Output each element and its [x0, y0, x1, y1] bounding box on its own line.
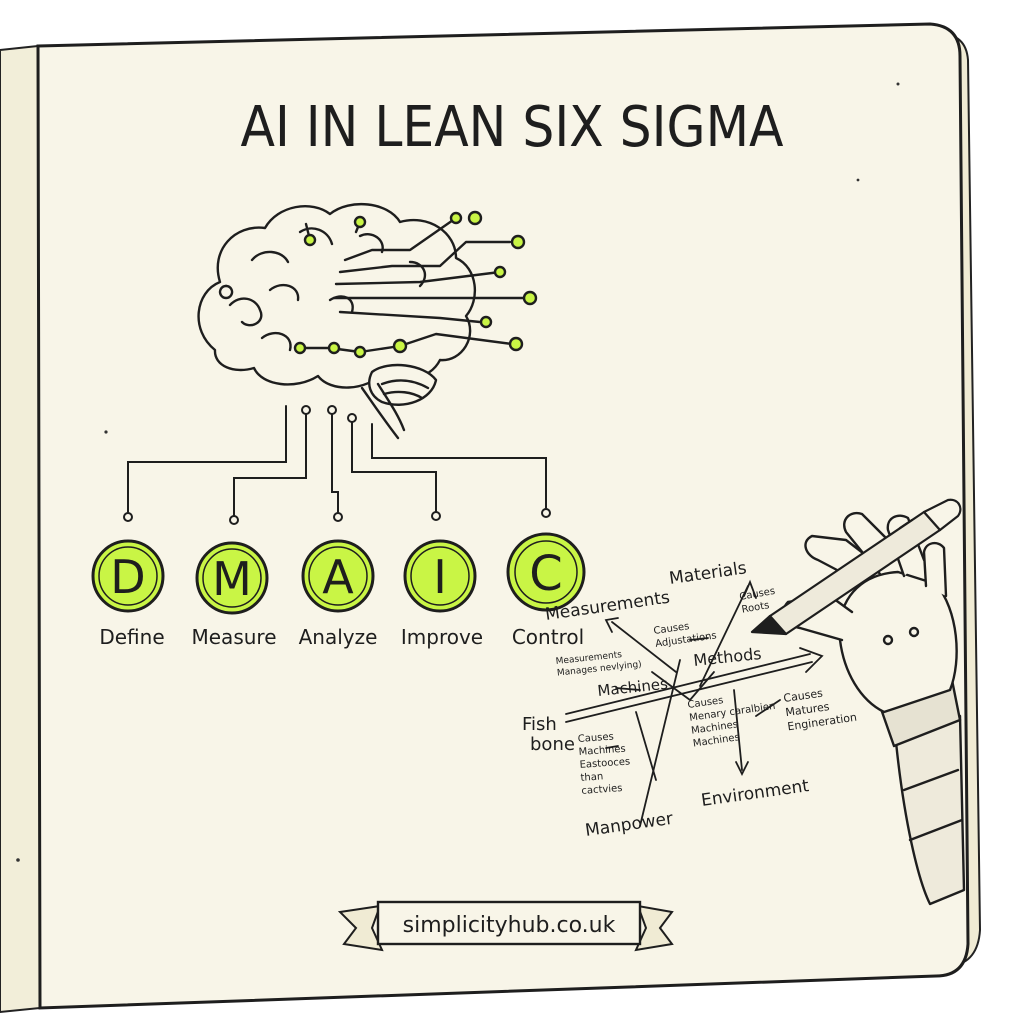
- page-title: AI IN LEAN SIX SIGMA: [241, 95, 785, 160]
- dmaic-label: Measure: [192, 625, 277, 649]
- dmaic-letter: M: [212, 552, 252, 606]
- fishbone-note-line: Causes: [687, 695, 724, 711]
- dmaic-c: C Control: [506, 532, 586, 649]
- dmaic-a: A Analyze: [299, 539, 378, 649]
- fishbone-note-line: cactvies: [581, 783, 623, 797]
- dmaic-letter: A: [322, 550, 354, 604]
- dmaic-m: M Measure: [192, 541, 277, 649]
- fishbone-head-label: Fish bone: [522, 714, 575, 755]
- dmaic-label: Define: [99, 625, 164, 649]
- fishbone-note-line: Machines: [578, 744, 626, 758]
- dmaic-label: Improve: [401, 625, 483, 649]
- dmaic-letter: D: [110, 550, 145, 604]
- robot-hand-icon: [782, 511, 966, 906]
- dmaic-letter: C: [529, 546, 563, 602]
- footer-website: simplicityhub.co.uk: [403, 913, 616, 938]
- fishbone-note: CausesMachinesEastoocesthancactvies: [577, 730, 632, 796]
- fishbone-note-line: Matures: [785, 700, 831, 719]
- notebook: [0, 22, 982, 1014]
- dmaic-row: D Define M Measure A Analyze I Improve C…: [91, 532, 586, 649]
- brain-circuit-icon: [197, 202, 538, 440]
- dmaic-i: I Improve: [401, 539, 483, 649]
- dmaic-letter: I: [433, 550, 447, 604]
- pen-icon: [750, 498, 962, 636]
- fishbone-note-line: Causes: [783, 687, 824, 705]
- fishbone-note-line: Roots: [741, 600, 770, 616]
- footer-banner: simplicityhub.co.uk: [337, 900, 674, 952]
- dmaic-d: D Define: [91, 539, 165, 649]
- dmaic-label: Control: [512, 625, 584, 649]
- brain-to-dmaic-connectors: [123, 405, 551, 525]
- dmaic-label: Analyze: [299, 625, 378, 649]
- fishbone-note-line: Causes: [653, 621, 690, 637]
- fishbone-note-line: Eastooces: [579, 756, 630, 771]
- fishbone-note-line: Causes: [577, 732, 614, 745]
- fishbone-note-line: than: [580, 771, 603, 784]
- paper-specks: [16, 82, 900, 862]
